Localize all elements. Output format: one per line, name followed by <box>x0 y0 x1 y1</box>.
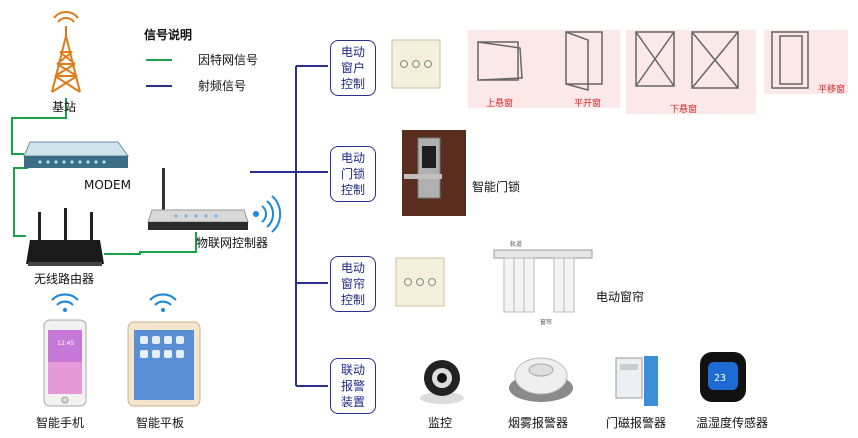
router-label: 无线路由器 <box>34 272 95 286</box>
category-line: 窗帘 <box>340 277 365 291</box>
category-window-control[interactable]: 电动 窗户 控制 <box>330 40 376 96</box>
temp-humidity-sensor-icon: 23 <box>700 352 746 402</box>
base-station-tower-icon <box>51 11 81 93</box>
curtain-switch-panel-icon <box>395 257 445 307</box>
camera-icon <box>420 360 464 404</box>
category-line: 报警 <box>340 379 365 393</box>
iot-controller-icon <box>147 168 249 230</box>
window-type-bottom-hung: 下悬窗 <box>670 105 698 115</box>
phone-label: 智能手机 <box>36 416 85 430</box>
category-line: 控制 <box>340 293 365 307</box>
legend-title: 信号说明 <box>144 28 193 42</box>
door-magnetic-alarm-icon <box>615 356 658 406</box>
window-type-casement: 平开窗 <box>574 99 602 109</box>
modem-label: MODEM <box>84 178 131 192</box>
curtain-track-tag: 轨道 <box>510 240 522 248</box>
category-line: 电动 <box>340 45 365 59</box>
window-switch-panel-icon <box>391 39 441 89</box>
category-line: 电动 <box>340 261 365 275</box>
category-door-lock-control[interactable]: 电动 门锁 控制 <box>330 146 376 202</box>
rf-wave-icon <box>253 195 282 233</box>
window-type-sliding: 平移窗 <box>818 85 846 95</box>
alarm-smoke-label: 烟雾报警器 <box>508 416 569 430</box>
category-line: 控制 <box>340 183 365 197</box>
motorized-curtain-icon <box>493 249 593 313</box>
category-line: 联动 <box>340 363 365 377</box>
alarm-temp-humidity-label: 温湿度传感器 <box>696 416 769 430</box>
door-lock-label: 智能门锁 <box>472 180 521 194</box>
smoke-alarm-icon <box>509 357 573 402</box>
svg-text:23: 23 <box>714 373 726 384</box>
category-alarm-linkage[interactable]: 联动 报警 装置 <box>330 358 376 414</box>
phone-time: 12:45 <box>57 340 74 347</box>
smart-door-lock-icon <box>402 130 466 216</box>
category-line: 装置 <box>340 395 365 409</box>
category-line: 控制 <box>340 77 365 91</box>
category-curtain-control[interactable]: 电动 窗帘 控制 <box>330 256 376 312</box>
category-line: 电动 <box>340 151 365 165</box>
alarm-camera-label: 监控 <box>428 416 453 430</box>
wireless-router-icon <box>26 208 104 266</box>
tablet-icon <box>127 321 201 407</box>
internet-signal-lines <box>11 98 197 255</box>
window-types-illustration <box>468 30 848 114</box>
tablet-label: 智能平板 <box>136 416 185 430</box>
curtain-label: 电动窗帘 <box>596 290 645 304</box>
rf-signal-lines <box>250 65 328 387</box>
curtain-fabric-tag: 窗帘 <box>540 318 552 326</box>
alarm-door-magnetic-label: 门磁报警器 <box>606 416 667 430</box>
category-line: 窗户 <box>340 61 365 75</box>
base-station-label: 基站 <box>52 100 77 114</box>
wifi-icon <box>51 293 79 312</box>
smartphone-icon <box>43 319 87 407</box>
wifi-icon <box>149 293 177 312</box>
legend-internet-label: 因特网信号 <box>198 53 259 67</box>
modem-icon <box>23 141 129 168</box>
category-line: 门锁 <box>340 167 365 181</box>
window-type-top-hung: 上悬窗 <box>486 99 514 109</box>
legend-rf-label: 射频信号 <box>198 79 247 93</box>
iot-controller-label: 物联网控制器 <box>196 236 269 250</box>
